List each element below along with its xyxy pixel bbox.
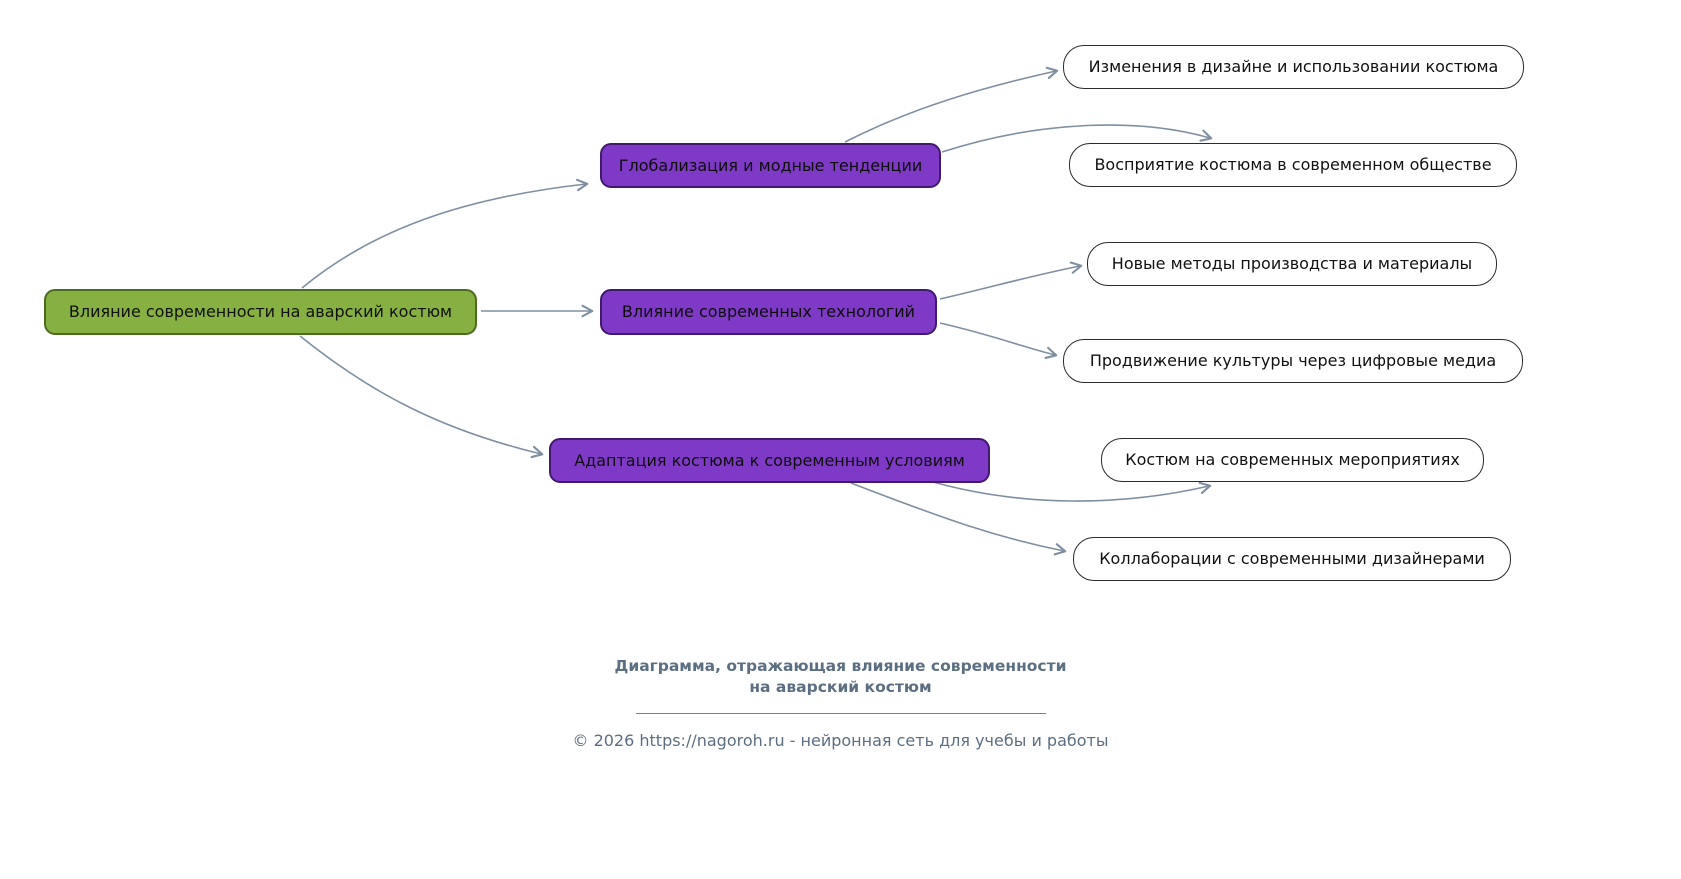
caption-line-2: на аварский костюм xyxy=(749,677,932,696)
edge-globalization-to-design-changes xyxy=(844,66,1059,143)
node-leaf-digital-media: Продвижение культуры через цифровые меди… xyxy=(1063,339,1523,383)
edge-technologies-to-digital-media xyxy=(939,322,1058,359)
edge-technologies-to-new-methods xyxy=(939,261,1083,300)
node-leaf-events: Костюм на современных мероприятиях xyxy=(1101,438,1484,482)
copyright-text: © 2026 https://nagoroh.ru - нейронная се… xyxy=(572,730,1109,750)
node-leaf-perception: Восприятие костюма в современном обществ… xyxy=(1069,143,1517,187)
node-branch-label: Глобализация и модные тенденции xyxy=(618,155,923,175)
node-leaf-new-methods: Новые методы производства и материалы xyxy=(1087,242,1497,286)
node-branch-adaptation: Адаптация костюма к современным условиям xyxy=(549,438,990,483)
diagram-footer: Диаграмма, отражающая влияние современно… xyxy=(0,656,1681,750)
node-leaf-label: Изменения в дизайне и использовании кост… xyxy=(1088,57,1499,77)
node-leaf-label: Продвижение культуры через цифровые меди… xyxy=(1089,351,1497,371)
node-branch-label: Адаптация костюма к современным условиям xyxy=(574,450,965,470)
node-branch-globalization: Глобализация и модные тенденции xyxy=(600,143,941,188)
node-root-label: Влияние современности на аварский костюм xyxy=(68,302,453,322)
node-leaf-label: Восприятие костюма в современном обществ… xyxy=(1094,155,1492,175)
node-branch-label: Влияние современных технологий xyxy=(621,302,916,322)
edge-adaptation-to-collaborations xyxy=(850,482,1067,556)
diagram-caption: Диаграмма, отражающая влияние современно… xyxy=(615,656,1067,698)
node-root: Влияние современности на аварский костюм xyxy=(44,289,477,335)
node-leaf-label: Коллаборации с современными дизайнерами xyxy=(1099,549,1485,569)
caption-divider xyxy=(635,712,1046,714)
node-leaf-collaborations: Коллаборации с современными дизайнерами xyxy=(1073,537,1511,581)
node-branch-technologies: Влияние современных технологий xyxy=(600,289,937,335)
node-leaf-label: Новые методы производства и материалы xyxy=(1111,254,1473,274)
node-leaf-design-changes: Изменения в дизайне и использовании кост… xyxy=(1063,45,1524,89)
edge-root-to-globalization xyxy=(301,178,589,289)
node-leaf-label: Костюм на современных мероприятиях xyxy=(1125,450,1460,470)
caption-line-1: Диаграмма, отражающая влияние современно… xyxy=(614,657,1067,675)
edge-adaptation-to-events xyxy=(925,479,1212,502)
edge-root-to-adaptation xyxy=(299,335,544,459)
